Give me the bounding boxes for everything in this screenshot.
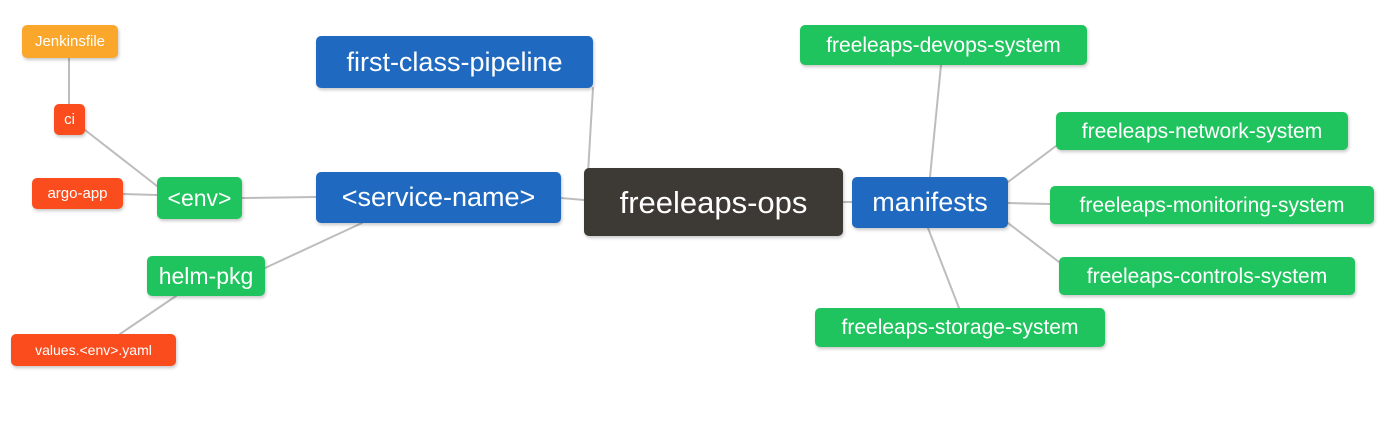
node-freeleaps-devops-system[interactable]: freeleaps-devops-system bbox=[800, 25, 1087, 65]
node-label-freeleaps-monitoring-system: freeleaps-monitoring-system bbox=[1079, 193, 1345, 217]
node-manifests[interactable]: manifests bbox=[852, 177, 1008, 228]
edge-freeleaps-ops-to-service-name bbox=[560, 197, 585, 201]
edge-manifests-to-freeleaps-monitoring-system bbox=[1007, 202, 1051, 205]
node-label-ci: ci bbox=[64, 111, 75, 128]
edge-manifests-to-freeleaps-storage-system bbox=[927, 227, 960, 309]
node-label-first-class-pipeline: first-class-pipeline bbox=[346, 46, 563, 77]
node-first-class-pipeline[interactable]: first-class-pipeline bbox=[316, 36, 593, 88]
node-label-argo-app: argo-app bbox=[47, 185, 108, 202]
edge-freeleaps-ops-to-first-class-pipeline bbox=[587, 87, 594, 174]
node-label-values-env-yaml: values.<env>.yaml bbox=[35, 342, 152, 358]
node-service-name[interactable]: <service-name> bbox=[316, 172, 561, 223]
edge-manifests-to-freeleaps-network-system bbox=[1007, 145, 1057, 183]
node-argo-app[interactable]: argo-app bbox=[32, 178, 123, 209]
node-ci[interactable]: ci bbox=[54, 104, 85, 135]
node-label-service-name: <service-name> bbox=[341, 182, 536, 212]
node-jenkinsfile[interactable]: Jenkinsfile bbox=[22, 25, 118, 58]
node-label-freeleaps-controls-system: freeleaps-controls-system bbox=[1086, 264, 1328, 288]
edge-helm-pkg-to-values-env-yaml bbox=[119, 295, 177, 335]
node-label-manifests: manifests bbox=[872, 187, 988, 217]
edge-manifests-to-freeleaps-devops-system bbox=[929, 64, 942, 178]
node-freeleaps-controls-system[interactable]: freeleaps-controls-system bbox=[1059, 257, 1355, 295]
node-label-freeleaps-storage-system: freeleaps-storage-system bbox=[841, 316, 1079, 339]
node-env[interactable]: <env> bbox=[157, 177, 242, 219]
node-label-helm-pkg: helm-pkg bbox=[158, 262, 254, 289]
edge-manifests-to-freeleaps-controls-system bbox=[1007, 222, 1060, 263]
edge-env-to-argo-app bbox=[122, 193, 158, 196]
edge-service-name-to-helm-pkg bbox=[264, 222, 363, 269]
node-label-freeleaps-network-system: freeleaps-network-system bbox=[1081, 119, 1323, 143]
edge-service-name-to-env bbox=[241, 196, 317, 199]
node-label-freeleaps-devops-system: freeleaps-devops-system bbox=[826, 33, 1061, 57]
node-freeleaps-monitoring-system[interactable]: freeleaps-monitoring-system bbox=[1050, 186, 1374, 224]
node-label-jenkinsfile: Jenkinsfile bbox=[34, 33, 106, 50]
node-freeleaps-storage-system[interactable]: freeleaps-storage-system bbox=[815, 308, 1105, 347]
node-values-env-yaml[interactable]: values.<env>.yaml bbox=[11, 334, 176, 366]
node-freeleaps-ops[interactable]: freeleaps-ops bbox=[584, 168, 843, 236]
node-label-freeleaps-ops: freeleaps-ops bbox=[619, 184, 808, 220]
node-freeleaps-network-system[interactable]: freeleaps-network-system bbox=[1056, 112, 1348, 150]
node-label-env: <env> bbox=[167, 184, 232, 211]
node-helm-pkg[interactable]: helm-pkg bbox=[147, 256, 265, 296]
